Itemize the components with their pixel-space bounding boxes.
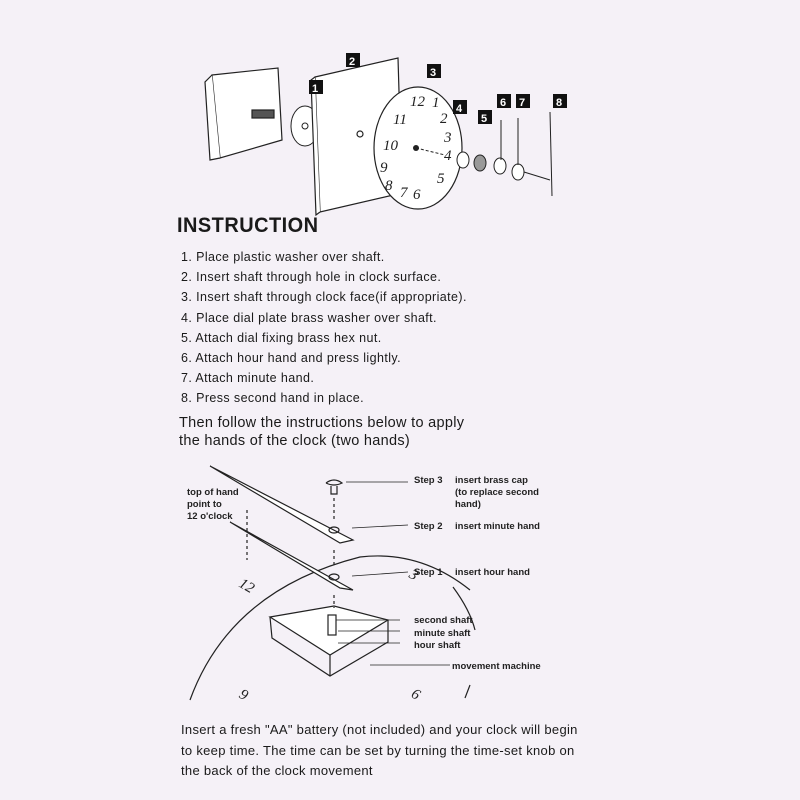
diagram-label: (to replace second (455, 487, 539, 498)
diagram-label: 3 (430, 67, 436, 79)
step-item: 1. Place plastic washer over shaft. (181, 250, 385, 264)
diagram-shape (189, 555, 471, 701)
diagram-label: movement machine (452, 661, 541, 672)
diagram-label: minute shaft (414, 628, 471, 639)
diagram-label: insert minute hand (455, 521, 540, 532)
diagram-shape (464, 684, 471, 699)
step-item: 6. Attach hour hand and press lightly. (181, 350, 401, 365)
diagram-shape (453, 100, 467, 114)
diagram-label: 5 (437, 171, 445, 187)
diagram-shape (427, 64, 441, 78)
clock-movement (204, 67, 283, 161)
diagram-label: 8 (556, 97, 562, 109)
subheading-line: Then follow the instructions below to ap… (179, 415, 465, 431)
diagram-shape (351, 524, 409, 529)
diagram-label: point to (187, 499, 222, 510)
diagram-shape (328, 573, 340, 581)
subheading-line: the hands of the clock (two hands) (179, 433, 411, 449)
diagram-shape (309, 80, 323, 94)
diagram-label: 5 (481, 113, 487, 125)
diagram-label: insert hour hand (455, 567, 530, 578)
diagram-shape (452, 586, 476, 631)
hands-diagram-labels: top of hand point to 12 o'clock Step 3 i… (187, 475, 541, 672)
diagram-label: 9 (380, 160, 388, 176)
diagram-label: hand) (455, 499, 481, 510)
hands-subheading: Then follow the instructions below to ap… (179, 414, 464, 450)
diagram-label: hour shaft (414, 640, 461, 651)
diagram-shape (456, 151, 470, 169)
diagram-shape (229, 521, 354, 591)
diagram-shape (523, 171, 551, 181)
diagram-shape (497, 94, 511, 108)
diagram-label: 2 (349, 56, 355, 68)
hands-diagram (189, 465, 476, 701)
step-item: 5. Attach dial fixing brass hex nut. (181, 330, 382, 345)
step-item: 2. Insert shaft through hole in clock su… (181, 270, 442, 285)
diagram-shape (356, 130, 364, 138)
diagram-label: Step 1 (414, 567, 443, 578)
diagram-shape (246, 498, 335, 608)
diagram-shape (351, 571, 409, 577)
battery-note: Insert a fresh "AA" battery (not include… (181, 720, 781, 782)
footer-line: the back of the clock movement (181, 763, 373, 778)
step-item: 4. Place dial plate brass washer over sh… (181, 310, 437, 325)
diagram-shape (325, 479, 344, 495)
hardware-parts (456, 111, 553, 197)
diagram-shape (549, 111, 553, 197)
diagram-label: Step 3 (414, 475, 443, 486)
diagram-label: 1 (432, 95, 440, 111)
diagram-shape (328, 526, 340, 534)
diagram-label: insert brass cap (455, 475, 528, 486)
diagram-label: 7 (519, 97, 525, 109)
diagram-shape (209, 465, 355, 544)
diagram-label: 6 (413, 187, 421, 203)
diagram-shape (511, 163, 525, 181)
diagram-label: 3 (443, 130, 452, 146)
diagram-label: 12 (236, 576, 257, 598)
diagram-label: 9 (236, 686, 251, 704)
diagram-label: top of hand (187, 487, 239, 498)
diagram-label: 8 (385, 178, 393, 194)
diagram-label: 11 (393, 112, 407, 128)
instruction-title: INSTRUCTION (177, 214, 319, 237)
diagram-shape (478, 110, 492, 124)
diagram-shape (301, 122, 309, 130)
diagram-label: 2 (440, 111, 448, 127)
footer-line: to keep time. The time can be set by tur… (181, 742, 575, 758)
diagram-label: 10 (383, 138, 399, 154)
diagram-shape (251, 109, 275, 119)
diagram-shape (346, 53, 360, 67)
diagram-shape (516, 94, 530, 108)
diagram-shape (310, 76, 321, 217)
diagram-shape (204, 74, 221, 161)
diagram-shape (473, 154, 487, 172)
diagram-label: Step 2 (414, 521, 443, 532)
diagram-label: 6 (408, 686, 423, 704)
diagram-label: 1 (312, 83, 318, 95)
diagram-label: second shaft (414, 615, 473, 626)
part-number-labels: 1 2 3 4 5 6 7 8 (309, 53, 567, 125)
diagram-label: 4 (444, 148, 452, 164)
diagram-label: 7 (400, 185, 409, 201)
diagram-label: 6 (500, 97, 506, 109)
step-item: 8. Press second hand in place. (181, 391, 364, 406)
diagram-label: 12 o'clock (187, 511, 233, 522)
diagram-shape (336, 481, 450, 666)
clock-face: 12 1 2 3 4 5 6 7 8 9 10 11 (373, 86, 463, 210)
instruction-steps: 1. Place plastic washer over shaft. 2. I… (181, 248, 467, 410)
diagram-shape (493, 157, 507, 175)
step-item: 3. Insert shaft through clock face(if ap… (181, 290, 467, 305)
footer-line: Insert a fresh "AA" battery (not include… (181, 722, 578, 737)
diagram-label: 12 (410, 94, 426, 110)
diagram-label: 4 (456, 103, 463, 115)
step-item: 7. Attach minute hand. (181, 371, 315, 386)
diagram-shape (553, 94, 567, 108)
diagram-shape (327, 614, 337, 636)
